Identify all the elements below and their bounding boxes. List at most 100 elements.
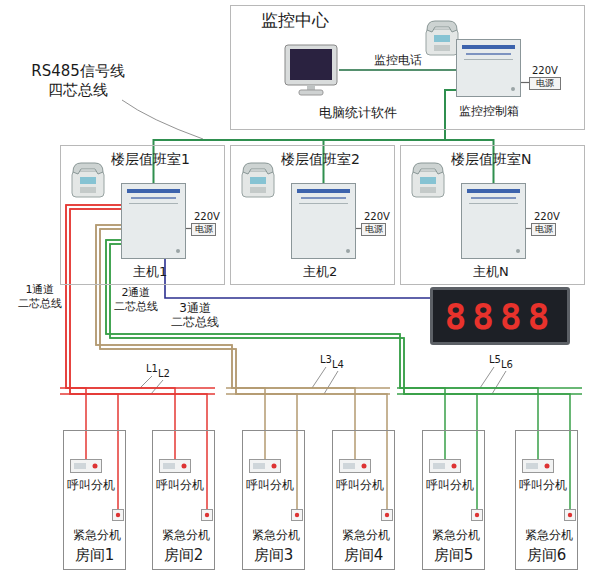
panel-body [292,184,356,259]
unit-label: 紧急分机 [162,527,210,544]
device-label: 监控控制箱 [459,103,519,120]
panel-strip [127,189,180,193]
connector-wire [110,244,570,509]
phone-body [426,29,458,55]
room-label: 房间6 [516,546,577,565]
emergency-art [291,509,303,521]
monitor-frame [285,45,337,85]
call-unit: 呼叫分机 [249,459,281,473]
connector-wire [154,90,457,183]
emergency-unit: 紧急分机 [381,509,393,521]
unit-label: 紧急分机 [525,527,573,544]
unit-button [452,464,457,469]
panel-strip [467,189,520,193]
unit-body [71,460,102,473]
power-box: 220V电源 [191,223,216,236]
panel-art [456,39,521,97]
call-unit-art [249,459,281,473]
power-box: 220V电源 [531,223,556,236]
panel-strip [299,203,348,204]
connector-wire [66,205,121,459]
unit-body [292,510,303,521]
controller-box: 主机1 [121,183,186,259]
leader-line [122,100,203,139]
device-label: 主机N [473,263,509,281]
line-tag: L6 [501,359,513,370]
panel-art [121,183,186,259]
bus-label: 2通道 二芯总线 [113,286,159,314]
call-unit-art [70,459,102,473]
unit-button [93,464,98,469]
unit-label: 呼叫分机 [519,477,567,494]
room-label: 房间3 [243,546,304,565]
power-label: 电源 [192,224,215,235]
power-label: 电源 [532,224,555,235]
leader-line [312,367,326,388]
unit-panel [74,463,86,469]
monitor-art [283,43,339,99]
guest-room-box: 房间5呼叫分机紧急分机 [422,430,485,570]
emergency-art [112,509,124,521]
unit-panel [343,463,355,469]
unit-button [545,464,550,469]
unit-button [295,513,299,517]
leader-line [151,380,163,394]
unit-button [362,464,367,469]
room-title: 监控中心 [261,9,329,32]
panel-strip [131,197,176,199]
emergency-art [381,509,393,521]
line-tag: L1 [146,363,158,374]
leader-line [492,371,506,394]
controller-box: 主机N [461,183,526,259]
voltage-label: 220V [534,211,560,223]
emergency-unit: 紧急分机 [112,509,124,521]
panel-screw [511,87,515,91]
unit-label: 紧急分机 [432,527,480,544]
phone-handset [243,163,273,174]
unit-body [565,510,576,521]
line-tag: L5 [489,354,501,365]
unit-button [385,513,389,517]
leader-line [140,376,152,388]
panel-strip [471,197,516,199]
phone-icon [426,21,458,55]
power-box: 220V电源 [529,77,561,90]
emergency-unit: 紧急分机 [291,509,303,521]
panel-screw [346,249,350,253]
panel-body [462,184,526,259]
connector-wire [106,240,538,459]
room-frame: 监控中心电脑统计软件监控控制箱220V电源 [230,5,585,130]
unit-panel [253,463,265,469]
unit-panel [163,463,175,469]
phone-icon [242,163,274,197]
guest-room-box: 房间3 呼叫分机紧急分机 [242,430,305,570]
power-label: 电源 [530,78,560,89]
unit-label: 紧急分机 [342,527,390,544]
green-bus [397,388,582,394]
connector-wire [165,259,430,298]
call-unit: 呼叫分机 [339,459,371,473]
unit-panel [526,463,538,469]
connector-wire [324,90,457,183]
phone-body [242,171,274,197]
connector-wire [100,229,387,509]
call-unit: 呼叫分机 [159,459,191,473]
phone-screen [250,177,266,184]
unit-label: 紧急分机 [73,527,121,544]
phone-keys [250,187,266,193]
phone-handset [413,163,443,174]
phone-keys [434,45,450,51]
panel-strip [466,53,511,55]
unit-body [250,460,281,473]
emergency-unit: 紧急分机 [471,509,483,521]
emergency-art [201,509,213,521]
led-digits: 8888 [433,290,567,342]
power-box: 220V电源 [361,223,386,236]
room-title: 楼层值班室2 [281,151,360,169]
panel-strip [129,203,178,204]
guest-room-box: 房间4呼叫分机紧急分机 [332,430,395,570]
phone-screen [80,177,96,184]
device-label: 主机2 [303,263,337,281]
connector-wire [339,69,456,71]
connector-wire [96,225,265,459]
